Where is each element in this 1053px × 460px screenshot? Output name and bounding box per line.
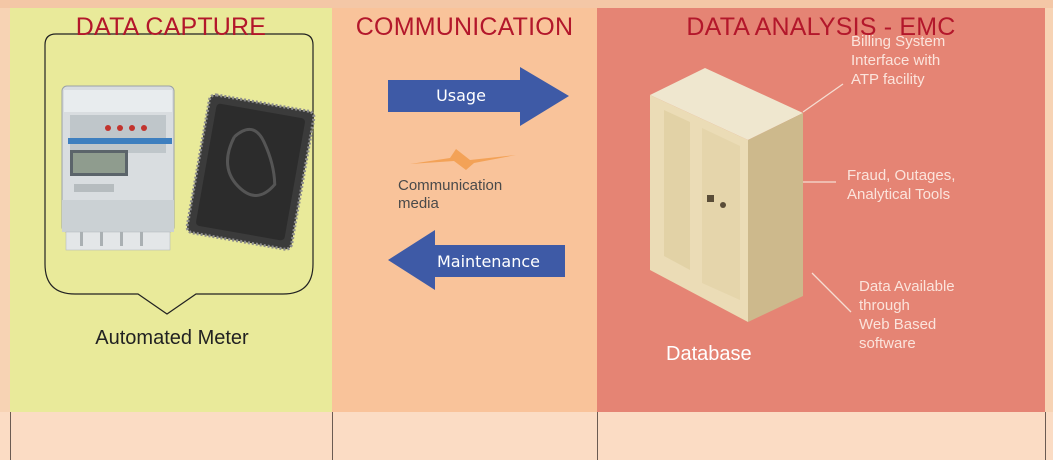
communication-panel <box>332 8 597 412</box>
note-billing-system: Billing System Interface with ATP facili… <box>851 33 946 88</box>
maintenance-arrow-label: Maintenance <box>436 252 541 271</box>
maintenance-arrow <box>388 230 565 290</box>
footer-label-data-capture: DATA CAPTURE <box>75 13 267 41</box>
footer-label-data-analysis: DATA ANALYSIS - EMC <box>686 13 956 41</box>
footer-divider <box>332 412 333 460</box>
automated-meter-caption: Automated Meter <box>95 327 249 349</box>
footer-label-communication: COMMUNICATION <box>355 13 574 41</box>
note-fraud-outages: Fraud, Outages, Analytical Tools <box>847 167 956 203</box>
footer-divider <box>10 412 11 460</box>
usage-arrow <box>388 67 569 126</box>
footer-divider <box>1045 412 1046 460</box>
footer-divider <box>597 412 598 460</box>
lightning-icon <box>410 149 516 170</box>
top-border <box>0 0 1053 8</box>
usage-arrow-label: Usage <box>436 86 486 105</box>
database-caption: Database <box>666 343 752 365</box>
footer-bar <box>0 412 1053 460</box>
communication-media-label: Communication media <box>398 177 503 212</box>
note-data-available: Data Available through Web Based softwar… <box>859 278 955 352</box>
